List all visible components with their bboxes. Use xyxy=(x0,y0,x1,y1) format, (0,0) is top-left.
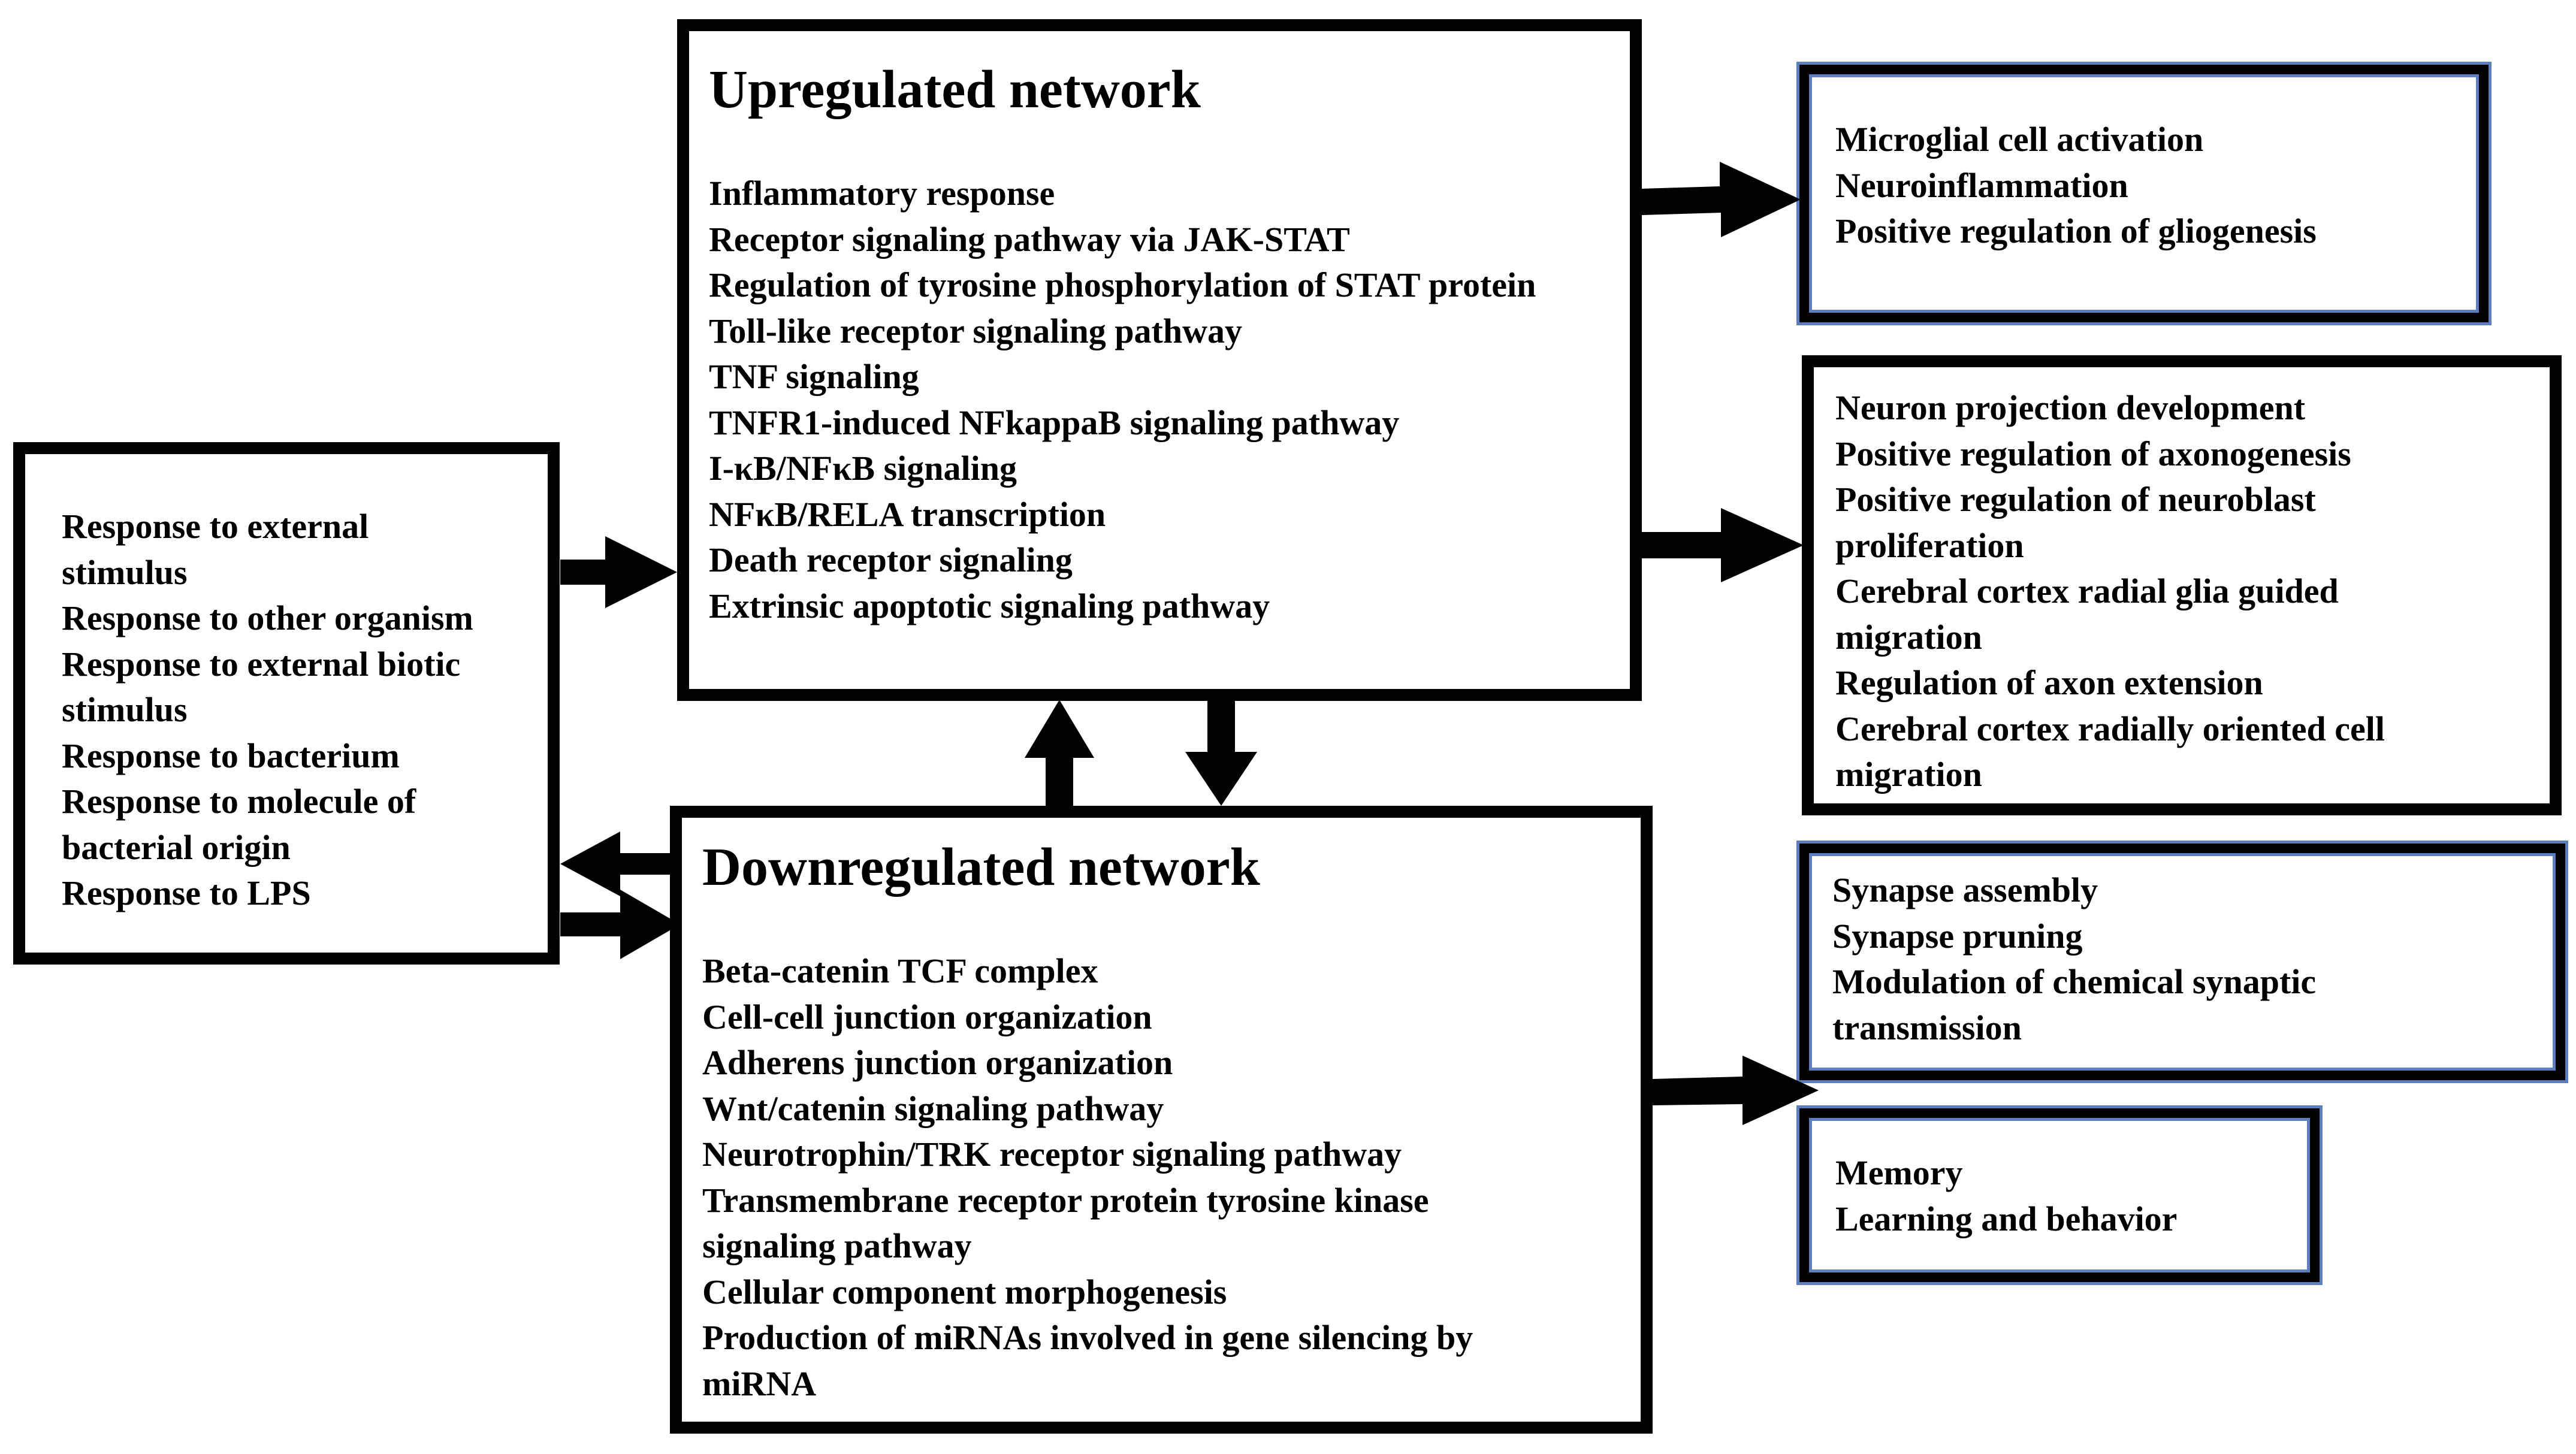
neuron-outcome-box xyxy=(1802,355,2562,815)
list-item: Response to molecule of xyxy=(62,782,416,821)
list-item: TNFR1-induced NFkappaB signaling pathway xyxy=(709,403,1400,442)
arrow-downregulated-to-upregulated xyxy=(1025,700,1094,806)
list-item: Response to other organism xyxy=(62,598,473,637)
list-item: Regulation of tyrosine phosphorylation o… xyxy=(709,265,1536,304)
list-item: Neuron projection development xyxy=(1835,388,2306,427)
list-item: Response to external xyxy=(62,507,369,546)
list-item: Neuroinflammation xyxy=(1835,165,2128,205)
microglia-outcome-box xyxy=(1799,65,2489,322)
list-item: Positive regulation of gliogenesis xyxy=(1835,211,2317,250)
list-item: Cell-cell junction organization xyxy=(702,997,1152,1036)
list-item: Synapse pruning xyxy=(1832,916,2083,956)
list-item: Synapse assembly xyxy=(1832,870,2098,909)
list-item: Cerebral cortex radial glia guided xyxy=(1835,572,2339,610)
list-item: transmission xyxy=(1832,1008,2022,1047)
synapse-outcome-box xyxy=(1799,844,2565,1080)
list-item: Cellular component morphogenesis xyxy=(702,1272,1227,1311)
list-item: Extrinsic apoptotic signaling pathway xyxy=(709,586,1270,625)
list-item: signaling pathway xyxy=(702,1226,972,1265)
list-item: NFκB/RELA transcription xyxy=(709,494,1106,534)
downregulated-network-box xyxy=(670,806,1653,1434)
list-item: TNF signaling xyxy=(709,357,919,396)
arrow-upregulated-to-downregulated xyxy=(1185,701,1257,806)
list-item: Adherens junction organization xyxy=(702,1043,1173,1082)
arrow-downregulated-to-stimulus xyxy=(560,832,670,896)
list-item: Response to bacterium xyxy=(62,736,400,775)
list-item: Inflammatory response xyxy=(709,174,1055,213)
list-item: bacterial origin xyxy=(62,827,291,867)
downregulated-network-title: Downregulated network xyxy=(702,838,1260,897)
list-item: Toll-like receptor signaling pathway xyxy=(709,311,1242,350)
upregulated-network-box xyxy=(677,19,1642,701)
list-item: Memory xyxy=(1835,1153,1963,1192)
list-item: Neurotrophin/TRK receptor signaling path… xyxy=(702,1135,1402,1174)
list-item: Death receptor signaling xyxy=(709,540,1073,579)
arrow-stimulus-to-downregulated xyxy=(560,890,680,959)
arrow-upregulated-to-neuron xyxy=(1642,508,1804,582)
list-item: Positive regulation of neuroblast xyxy=(1835,480,2316,519)
list-item: stimulus xyxy=(62,690,188,729)
list-item: proliferation xyxy=(1835,525,2024,565)
list-item: Wnt/catenin signaling pathway xyxy=(702,1089,1164,1128)
arrow-downregulated-to-outcomes xyxy=(1653,1056,1819,1125)
arrow-stimulus-to-upregulated xyxy=(560,536,677,608)
list-item: I-κB/NFκB signaling xyxy=(709,449,1017,488)
list-item: miRNA xyxy=(702,1364,817,1403)
list-item: migration xyxy=(1835,755,1982,794)
list-item: Response to LPS xyxy=(62,873,311,912)
stimulus-response-box xyxy=(13,442,560,965)
list-item: stimulus xyxy=(62,552,188,592)
list-item: Modulation of chemical synaptic xyxy=(1832,962,2317,1001)
list-item: Microglial cell activation xyxy=(1835,120,2204,159)
arrow-upregulated-to-microglia xyxy=(1642,162,1801,237)
list-item: Production of miRNAs involved in gene si… xyxy=(702,1318,1473,1357)
list-item: Response to external biotic xyxy=(62,644,461,684)
upregulated-network-title: Upregulated network xyxy=(709,60,1201,119)
list-item: Cerebral cortex radially oriented cell xyxy=(1835,709,2385,748)
list-item: Positive regulation of axonogenesis xyxy=(1835,434,2351,473)
list-item: Learning and behavior xyxy=(1835,1199,2178,1238)
memory-outcome-box xyxy=(1799,1108,2320,1282)
list-item: Beta-catenin TCF complex xyxy=(702,951,1098,990)
list-item: Receptor signaling pathway via JAK-STAT xyxy=(709,219,1350,259)
list-item: Transmembrane receptor protein tyrosine … xyxy=(702,1180,1429,1220)
list-item: Regulation of axon extension xyxy=(1835,663,2263,702)
list-item: migration xyxy=(1835,617,1982,657)
